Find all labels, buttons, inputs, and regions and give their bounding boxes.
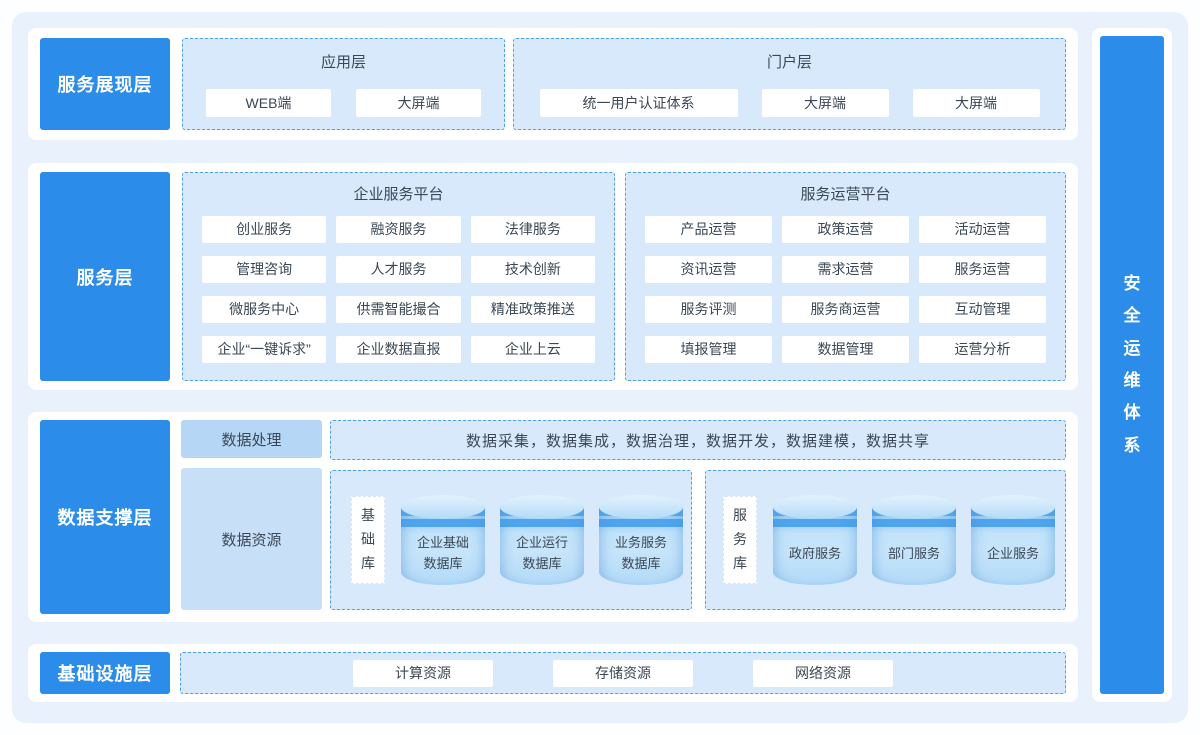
portal-item-bigscreen-2: 大屏端 (912, 89, 1040, 117)
operation-item: 互动管理 (919, 296, 1046, 323)
cylinder-label: 企业运行 数据库 (515, 535, 568, 571)
database-cylinder-government-service: 政府服务 (773, 495, 857, 585)
enterprise-item: 管理咨询 (202, 256, 327, 283)
cylinder-top (401, 495, 485, 519)
infrastructure-layer-row: 基础设施层 计算资源 存储资源 网络资源 (28, 644, 1078, 702)
operation-item: 活动运营 (919, 216, 1046, 243)
operation-item: 填报管理 (645, 336, 772, 363)
cylinder-top (500, 495, 584, 519)
operation-item: 需求运营 (782, 256, 909, 283)
data-support-layer-label: 数据支撑层 (40, 420, 170, 614)
app-item-web: WEB端 (206, 89, 331, 117)
cylinder-body (773, 507, 857, 585)
enterprise-item: 微服务中心 (202, 296, 327, 323)
database-cylinder-enterprise-service: 企业服务 (971, 495, 1055, 585)
enterprise-item: 企业数据直报 (336, 336, 461, 363)
operation-item: 运营分析 (919, 336, 1046, 363)
cylinder-top (773, 495, 857, 519)
base-database-group: 基 础 库 企业基础 数据库 企业运行 数据库 业务服务 数据库 (330, 470, 692, 610)
enterprise-items-grid: 创业服务 融资服务 法律服务 管理咨询 人才服务 技术创新 微服务中心 供需智能… (183, 204, 614, 363)
service-layer-label: 服务层 (40, 172, 170, 381)
operation-platform-title: 服务运营平台 (800, 186, 891, 203)
data-pipeline-text: 数据采集，数据集成，数据治理，数据开发，数据建模，数据共享 (465, 432, 930, 450)
base-database-label: 基 础 库 (351, 496, 385, 584)
cylinder-body (500, 507, 584, 585)
security-ops-label: 安 全 运 维 体 系 (1123, 274, 1141, 455)
service-database-group: 服 务 库 政府服务 部门服务 企业服务 (705, 470, 1066, 610)
cylinder-label: 企业服务 (986, 545, 1039, 561)
data-support-layer-row: 数据支撑层 数据处理 数据资源 数据采集，数据集成，数据治理，数据开发，数据建模… (28, 412, 1078, 622)
database-cylinder-enterprise-operation: 企业运行 数据库 (500, 495, 584, 585)
enterprise-service-platform-group: 企业服务平台 创业服务 融资服务 法律服务 管理咨询 人才服务 技术创新 微服务… (182, 172, 615, 381)
service-layer-row: 服务层 企业服务平台 创业服务 融资服务 法律服务 管理咨询 人才服务 技术创新… (28, 163, 1078, 390)
portal-layer-title: 门户层 (766, 54, 812, 71)
operation-items-grid: 产品运营 政策运营 活动运营 资讯运营 需求运营 服务运营 服务评测 服务商运营… (626, 204, 1065, 363)
cylinder-label: 企业基础 数据库 (416, 535, 469, 571)
service-database-label: 服 务 库 (723, 496, 757, 584)
cylinder-body (599, 507, 683, 585)
cylinder-label: 部门服务 (887, 545, 940, 561)
operation-item: 产品运营 (645, 216, 772, 243)
operation-item: 服务商运营 (782, 296, 909, 323)
cylinder-body (401, 507, 485, 585)
presentation-layer-row: 服务展现层 应用层 WEB端 大屏端 门户层 统一用户认证体系 大屏端 大屏端 (28, 28, 1078, 140)
enterprise-item: 企业“一键诉求” (202, 336, 327, 363)
data-pipeline-group: 数据采集，数据集成，数据治理，数据开发，数据建模，数据共享 (330, 420, 1066, 460)
operation-item: 服务评测 (645, 296, 772, 323)
infra-item-storage: 存储资源 (553, 659, 693, 687)
portal-item-auth: 统一用户认证体系 (539, 89, 738, 117)
operation-item: 资讯运营 (645, 256, 772, 283)
database-cylinder-enterprise-base: 企业基础 数据库 (401, 495, 485, 585)
enterprise-item: 供需智能撮合 (336, 296, 461, 323)
portal-items-row: 统一用户认证体系 大屏端 大屏端 (514, 89, 1065, 117)
application-items-row: WEB端 大屏端 (183, 89, 504, 117)
data-processing-box: 数据处理 (181, 420, 322, 458)
cylinder-top (971, 495, 1055, 519)
enterprise-item: 人才服务 (336, 256, 461, 283)
enterprise-item: 精准政策推送 (470, 296, 595, 323)
cylinder-label: 政府服务 (788, 545, 841, 561)
application-layer-group: 应用层 WEB端 大屏端 (182, 38, 505, 130)
data-resource-box: 数据资源 (181, 468, 322, 610)
cylinder-body (872, 507, 956, 585)
infrastructure-group: 计算资源 存储资源 网络资源 (180, 652, 1066, 694)
app-item-bigscreen: 大屏端 (356, 89, 481, 117)
infrastructure-layer-label: 基础设施层 (40, 652, 170, 694)
cylinder-top (599, 495, 683, 519)
service-operation-platform-group: 服务运营平台 产品运营 政策运营 活动运营 资讯运营 需求运营 服务运营 服务评… (625, 172, 1066, 381)
infra-item-compute: 计算资源 (353, 659, 493, 687)
infra-item-network: 网络资源 (753, 659, 893, 687)
enterprise-item: 技术创新 (470, 256, 595, 283)
security-ops-column: 安 全 运 维 体 系 (1092, 28, 1172, 702)
cylinder-label: 业务服务 数据库 (614, 535, 667, 571)
enterprise-item: 法律服务 (470, 216, 595, 243)
enterprise-item: 融资服务 (336, 216, 461, 243)
presentation-layer-label: 服务展现层 (40, 38, 170, 130)
cylinder-top (872, 495, 956, 519)
operation-item: 数据管理 (782, 336, 909, 363)
portal-item-bigscreen-1: 大屏端 (761, 89, 889, 117)
operation-item: 服务运营 (919, 256, 1046, 283)
enterprise-item: 企业上云 (470, 336, 595, 363)
enterprise-item: 创业服务 (202, 216, 327, 243)
database-cylinder-department-service: 部门服务 (872, 495, 956, 585)
application-layer-title: 应用层 (320, 54, 366, 71)
cylinder-body (971, 507, 1055, 585)
operation-item: 政策运营 (782, 216, 909, 243)
portal-layer-group: 门户层 统一用户认证体系 大屏端 大屏端 (513, 38, 1066, 130)
database-cylinder-business-service: 业务服务 数据库 (599, 495, 683, 585)
security-ops-bar: 安 全 运 维 体 系 (1100, 36, 1164, 694)
enterprise-platform-title: 企业服务平台 (353, 186, 444, 203)
